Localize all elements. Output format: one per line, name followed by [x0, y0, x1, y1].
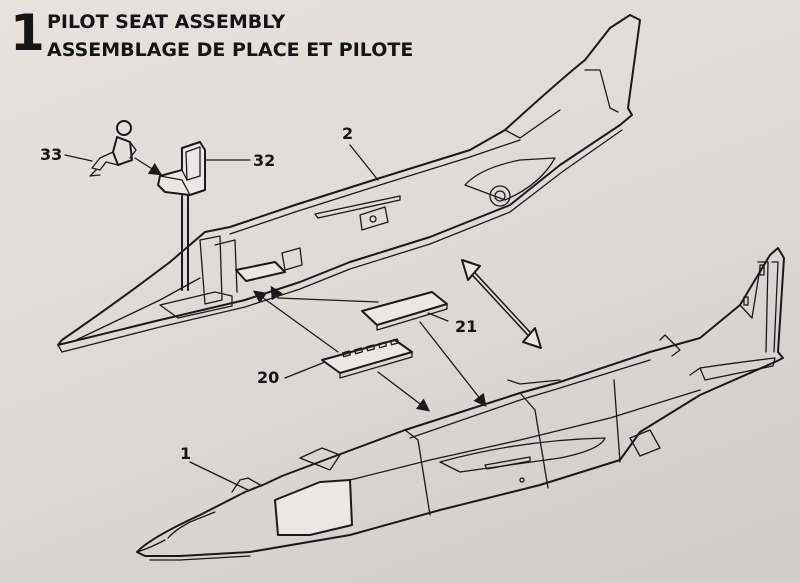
pilot-to-seat-arrow [134, 157, 163, 176]
panel20-down-arrow [377, 371, 431, 412]
panel-20-vented [321, 338, 413, 379]
callout-33: 33 [40, 145, 63, 164]
panel20-up-arrow [252, 290, 339, 353]
step-title-french: ASSEMBLAGE DE PLACE ET PILOTE [47, 39, 414, 61]
leader-1 [189, 461, 249, 491]
pilot-figure [89, 120, 137, 177]
fuselage-right-half [136, 247, 785, 561]
callout-2: 2 [342, 124, 354, 143]
leader-2 [349, 144, 379, 181]
leader-33 [64, 154, 93, 162]
join-halves-double-arrow [461, 259, 542, 349]
leader-20 [284, 361, 326, 379]
panel21-to-fuselage-arrow [270, 285, 379, 303]
callout-1: 1 [180, 444, 192, 463]
panel21-down-arrow [419, 321, 487, 408]
step-title-english: PILOT SEAT ASSEMBLY [47, 11, 286, 33]
callout-21: 21 [455, 317, 478, 336]
callout-32: 32 [253, 151, 276, 170]
pilot-seat [157, 141, 206, 196]
step-number: 1 [10, 4, 45, 62]
callout-20: 20 [257, 368, 280, 387]
fuselage-left-half [57, 14, 641, 353]
panel-21 [361, 291, 448, 331]
